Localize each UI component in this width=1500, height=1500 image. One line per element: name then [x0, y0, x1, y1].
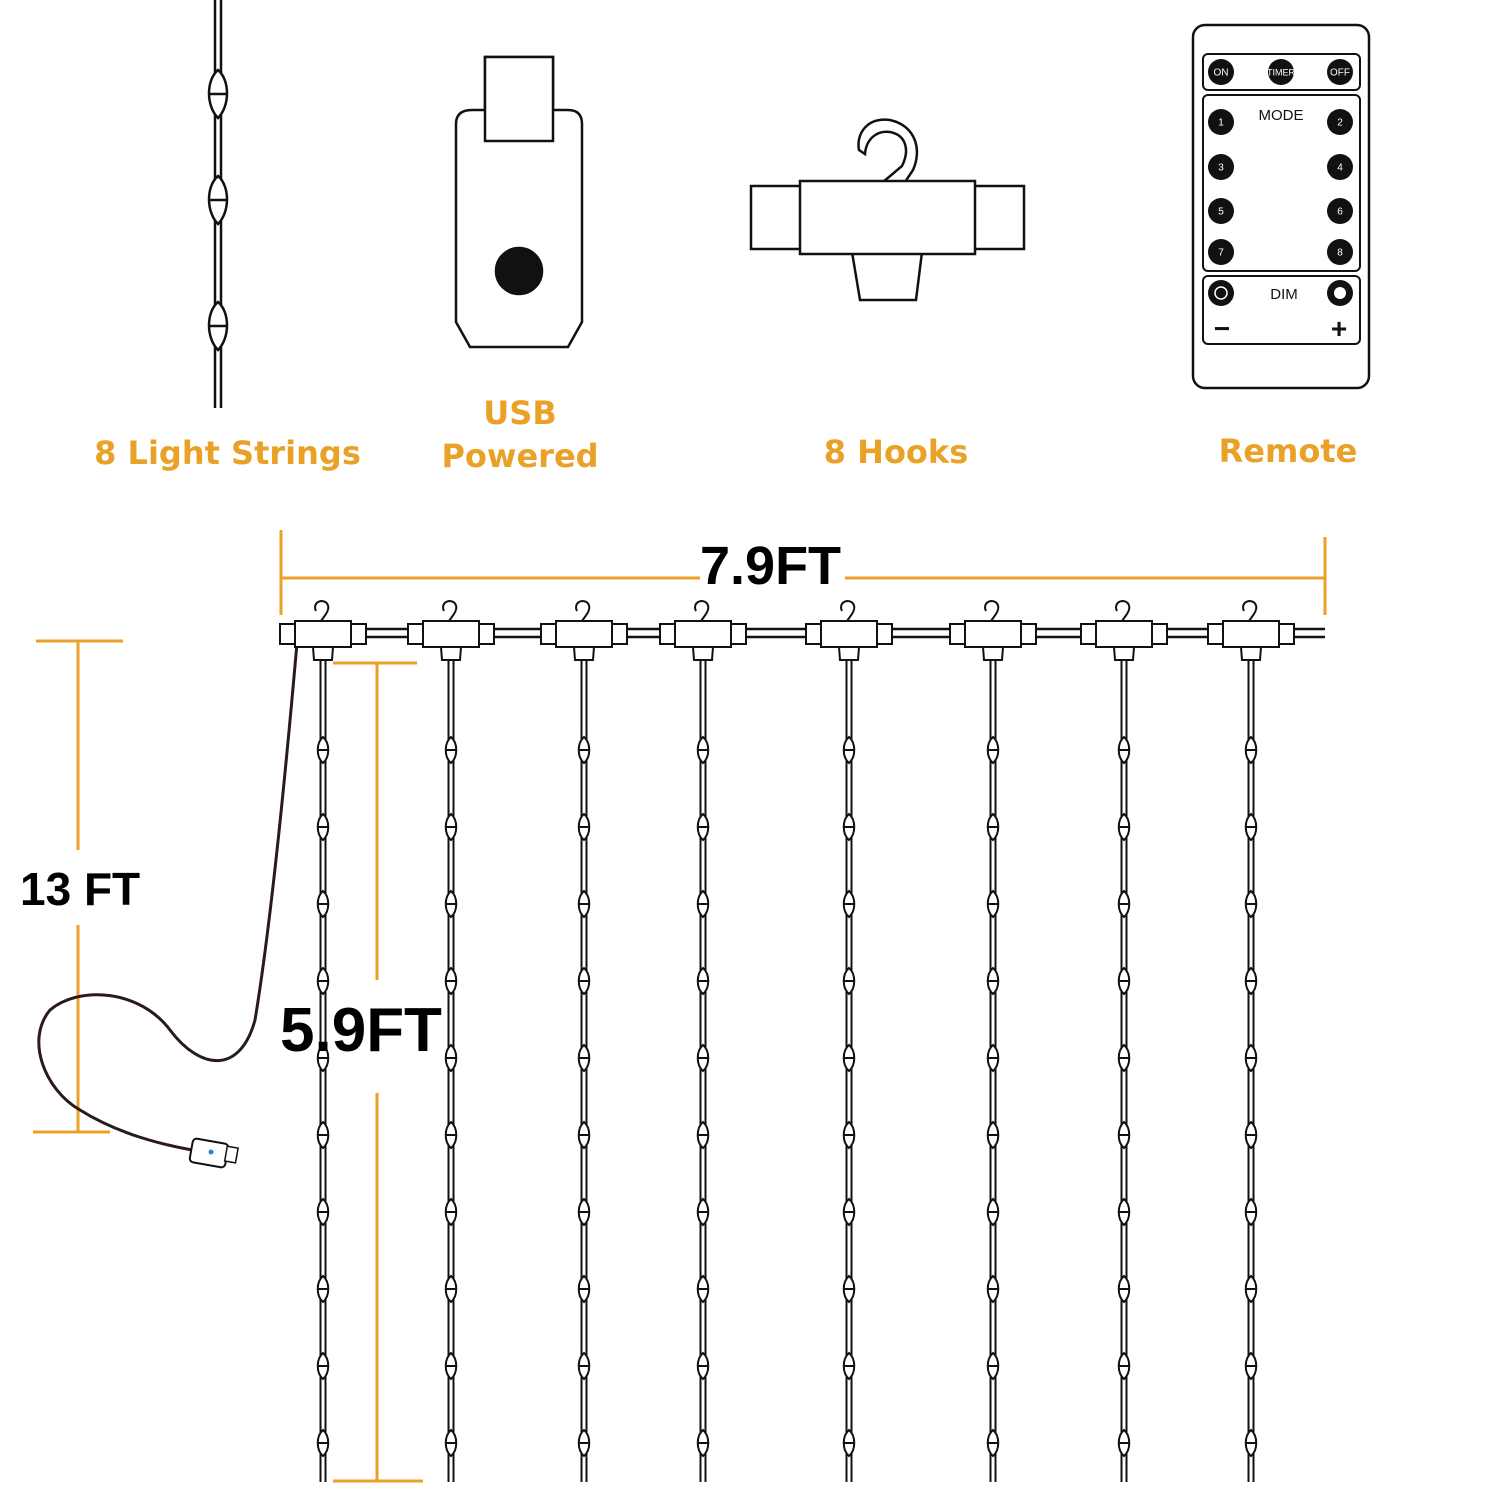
dim-down-icon	[1208, 280, 1234, 306]
strings-caption: 8 Light Strings	[94, 434, 361, 472]
usb-caption-line1: USB	[483, 394, 557, 432]
curtain-hook	[279, 599, 367, 661]
remote-button-timer: TIMER	[1267, 59, 1295, 85]
light-string	[842, 661, 856, 1482]
cable-length-label: 13 FT	[20, 863, 141, 915]
remote-mode-button-6: 6	[1327, 198, 1353, 224]
remote-button-on: ON	[1208, 59, 1234, 85]
remote-mode-label: MODE	[1259, 107, 1304, 124]
curtain-hook	[659, 599, 747, 661]
light-string	[1117, 661, 1131, 1482]
remote-mode-number: 6	[1337, 207, 1343, 218]
light-string	[577, 661, 591, 1482]
remote-mode-button-5: 5	[1208, 198, 1234, 224]
light-string	[316, 661, 330, 1482]
light-string-icon	[207, 0, 229, 408]
remote-mode-button-3: 3	[1208, 154, 1234, 180]
usb-caption-line2: Powered	[441, 437, 599, 475]
remote-button-label: TIMER	[1267, 68, 1295, 78]
remote-mode-number: 7	[1218, 248, 1224, 259]
remote-dim-label: DIM	[1270, 286, 1298, 303]
remote-mode-button-1: 1	[1208, 109, 1234, 135]
remote-caption: Remote	[1218, 432, 1358, 470]
light-string	[1244, 661, 1258, 1482]
remote-button-label: ON	[1214, 68, 1229, 79]
remote-mode-number: 3	[1218, 163, 1224, 174]
light-string	[444, 661, 458, 1482]
remote-mode-number: 1	[1218, 118, 1224, 129]
remote-button-off: OFF	[1327, 59, 1353, 85]
light-string	[696, 661, 710, 1482]
remote-icon: ON TIMER OFF MODE 1 2 3 4 5 6 7 8 DIM − +	[1191, 23, 1371, 390]
remote-top-buttons: ON TIMER OFF	[1208, 59, 1353, 85]
curtain-strings	[279, 599, 1295, 1482]
curtain-hook	[540, 599, 628, 661]
usb-connector-icon	[188, 1137, 239, 1169]
string-length-dimension-line	[333, 661, 423, 1483]
remote-mode-button-4: 4	[1327, 154, 1353, 180]
remote-mode-number: 8	[1337, 248, 1343, 259]
usb-cable	[37, 642, 299, 1152]
width-dimension-line	[279, 530, 1327, 615]
remote-mode-number: 5	[1218, 207, 1224, 218]
usb-plug-icon	[454, 55, 584, 349]
curtain-hook	[949, 599, 1037, 661]
curtain-hook	[805, 599, 893, 661]
hook-clip-icon	[749, 118, 1026, 302]
string-length-label: 5.9FT	[280, 996, 442, 1065]
curtain-hook	[1080, 599, 1168, 661]
remote-mode-number: 4	[1337, 163, 1343, 174]
light-string	[986, 661, 1000, 1482]
cable-length-dimension-line	[33, 639, 123, 1134]
curtain-hook	[407, 599, 495, 661]
remote-minus-label: −	[1214, 313, 1230, 344]
width-label: 7.9FT	[700, 536, 842, 596]
remote-mode-buttons: 1 2 3 4 5 6 7 8	[1208, 109, 1353, 265]
curtain-hook	[1207, 599, 1295, 661]
dim-up-icon	[1327, 280, 1353, 306]
remote-mode-button-2: 2	[1327, 109, 1353, 135]
remote-mode-number: 2	[1337, 118, 1343, 129]
hooks-caption: 8 Hooks	[823, 433, 969, 471]
remote-button-label: OFF	[1330, 68, 1350, 79]
remote-plus-label: +	[1331, 313, 1347, 344]
remote-mode-button-7: 7	[1208, 239, 1234, 265]
remote-mode-button-8: 8	[1327, 239, 1353, 265]
